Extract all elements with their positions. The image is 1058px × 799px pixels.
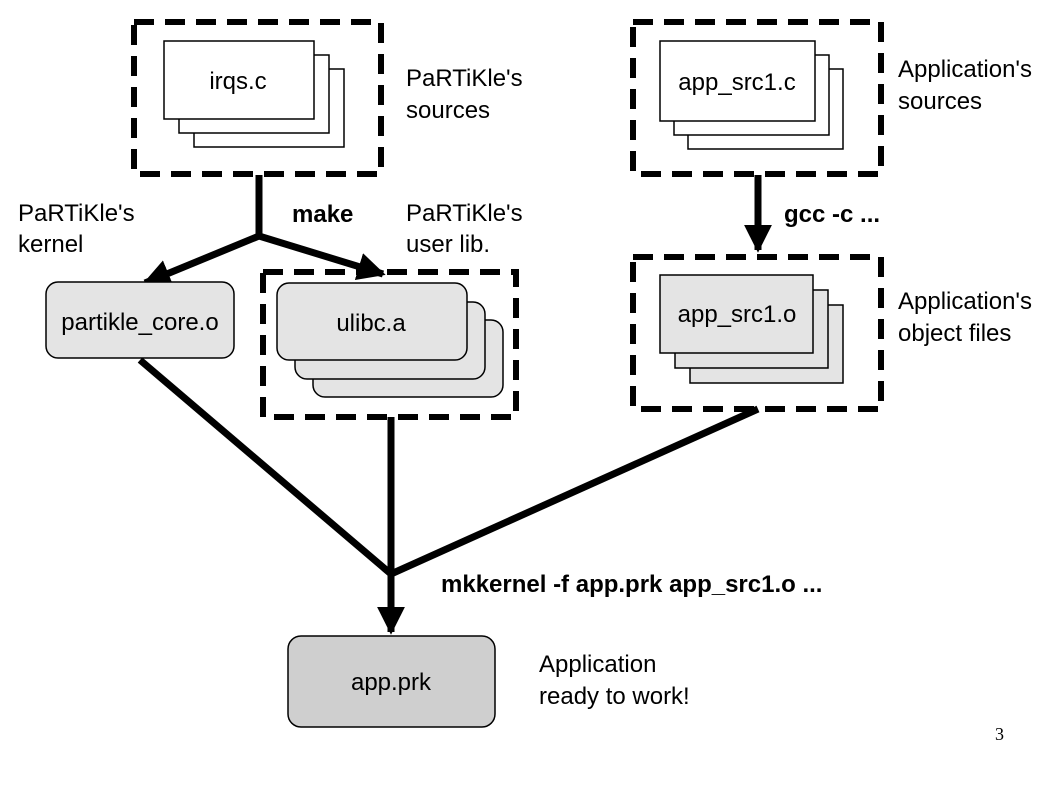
mkkernel-command-label: mkkernel -f app.prk app_src1.o ... (441, 571, 822, 598)
make-arrow-to-userlib (257, 232, 386, 281)
ulibc-stack: ulibc.a (276, 282, 504, 398)
app-ready-label: Application ready to work! (539, 651, 690, 710)
partikle-core-label: partikle_core.o (61, 309, 218, 336)
app-object-file-stack: app_src1.o (659, 274, 844, 384)
make-arrow-to-kernel (142, 232, 261, 287)
make-command-label: make (292, 201, 353, 228)
app-object-file-node (659, 274, 814, 354)
ulibc-label: ulibc.a (336, 310, 406, 337)
app-objects-label: Application's object files (898, 288, 1039, 347)
app-prk-node (287, 635, 496, 728)
page-number: 3 (995, 724, 1004, 744)
gcc-command-label: gcc -c ... (784, 201, 880, 228)
app-objects-group (630, 254, 884, 412)
app-sources-label: Application's sources (898, 56, 1039, 115)
partikle-core-node (45, 281, 235, 359)
partikle-kernel-label: PaRTiKle's kernel (18, 200, 141, 258)
partikle-sources-label: PaRTiKle's sources (406, 65, 529, 124)
userlib-group (260, 269, 519, 420)
partikle-sources-group (131, 19, 384, 177)
app-source-file-node (659, 40, 816, 122)
app-source-file-stack: app_src1.c (659, 40, 844, 150)
objects-to-link-line (389, 405, 760, 578)
core-to-link-line (137, 357, 394, 577)
irqs-file-stack: irqs.c (163, 40, 345, 148)
app-prk-label: app.prk (351, 669, 432, 696)
app-sources-group (630, 19, 884, 177)
ulibc-node (276, 282, 468, 361)
app-object-file-label: app_src1.o (678, 301, 797, 328)
app-source-file-label: app_src1.c (678, 69, 795, 96)
irqs-file-node (163, 40, 315, 120)
irqs-file-label: irqs.c (209, 68, 266, 95)
partikle-userlib-label: PaRTiKle's user lib. (406, 200, 529, 258)
